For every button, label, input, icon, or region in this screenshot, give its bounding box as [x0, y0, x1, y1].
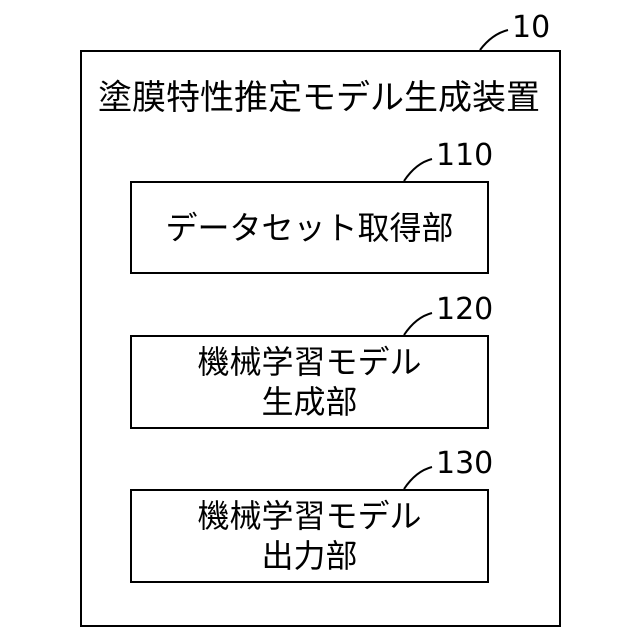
unit-110-ref-number: 110	[436, 141, 493, 171]
unit-label-line: 機械学習モデル	[197, 342, 421, 382]
unit-label-line: 出力部	[261, 536, 357, 576]
unit-130-ref-number: 130	[436, 449, 493, 479]
unit-label-line: 生成部	[261, 382, 357, 422]
leader-line-10	[480, 30, 508, 50]
ml-model-generation-unit: 機械学習モデル 生成部	[130, 335, 489, 429]
device-title: 塗膜特性推定モデル生成装置	[98, 78, 540, 118]
unit-label-line: データセット取得部	[165, 208, 453, 248]
dataset-acquisition-unit: データセット取得部	[130, 181, 489, 274]
device-ref-number: 10	[512, 13, 550, 43]
unit-label-line: 機械学習モデル	[197, 496, 421, 536]
unit-120-ref-number: 120	[436, 295, 493, 325]
ml-model-output-unit: 機械学習モデル 出力部	[130, 489, 489, 583]
